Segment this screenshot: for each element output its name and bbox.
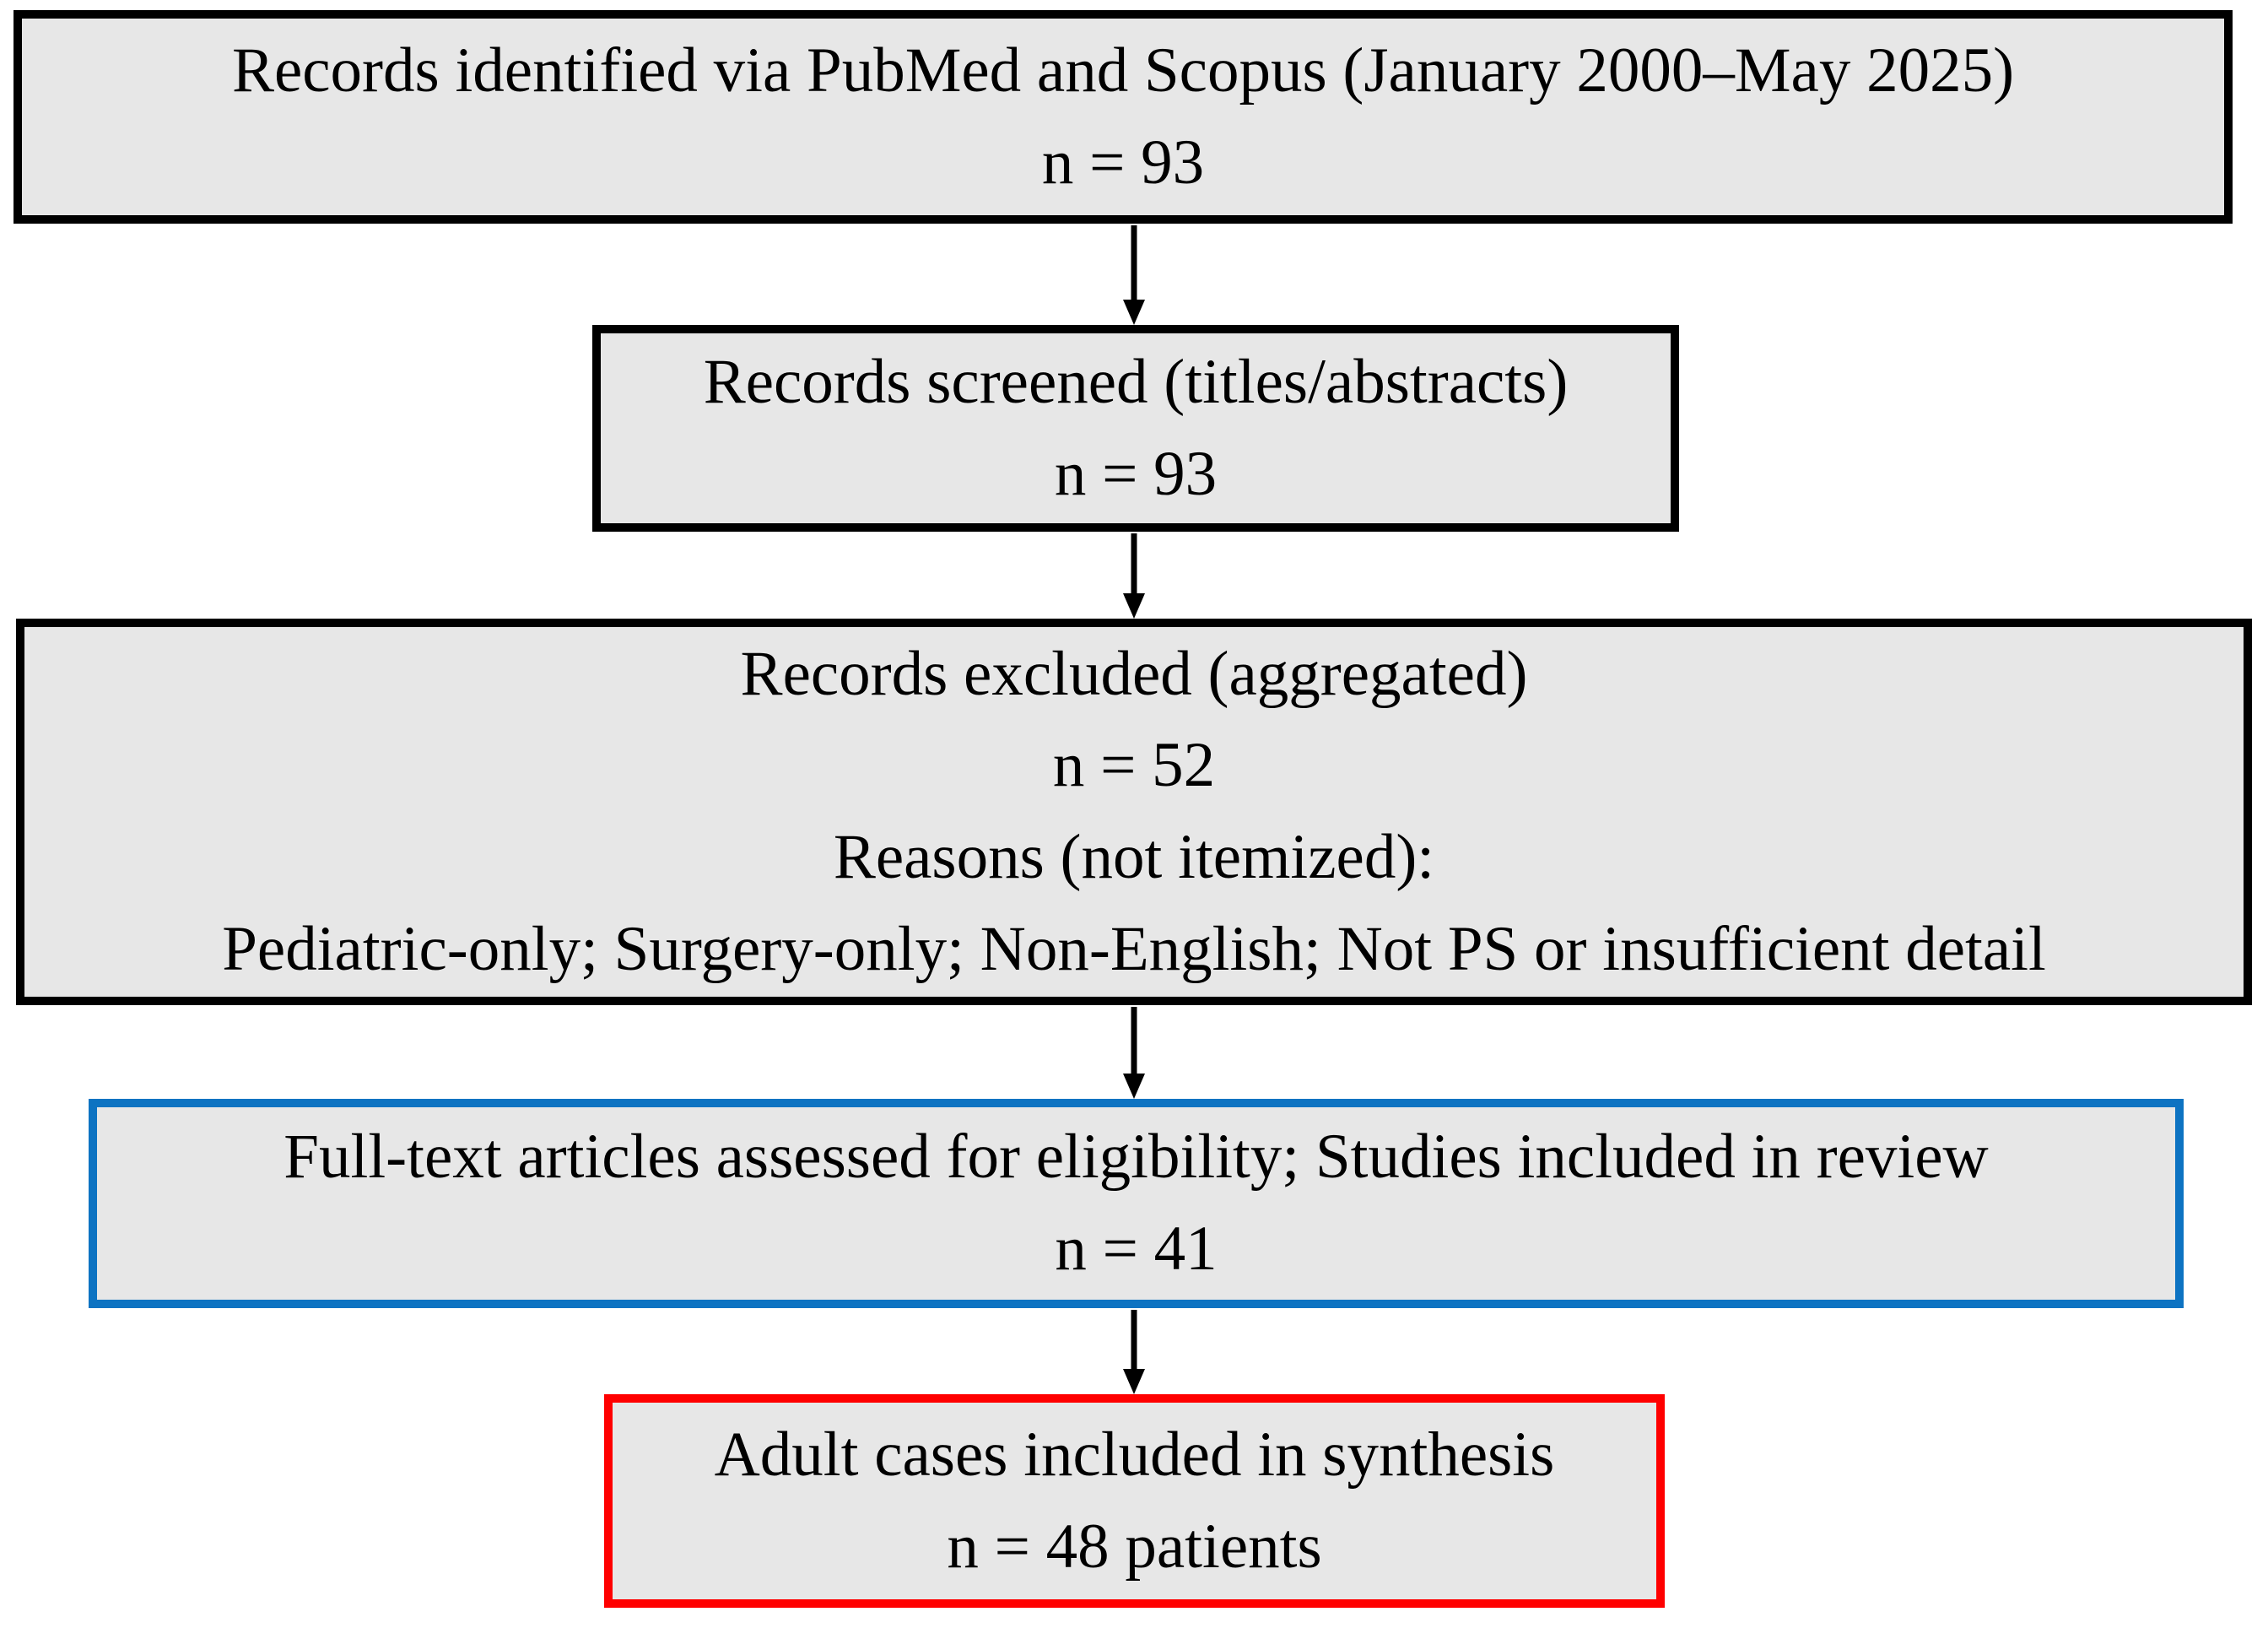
box-records-screened: Records screened (titles/abstracts) n = … bbox=[592, 325, 1679, 532]
box-records-excluded-reasons-heading: Reasons (not itemized): bbox=[833, 822, 1435, 892]
down-arrow-identified-to-screened bbox=[1123, 225, 1145, 325]
box-records-excluded-reasons-list: Pediatric-only; Surgery-only; Non-Englis… bbox=[222, 913, 2046, 984]
box-fulltext-assessed-count: n = 41 bbox=[1055, 1214, 1218, 1284]
box-fulltext-assessed-label: Full-text articles assessed for eligibil… bbox=[284, 1122, 1989, 1193]
box-records-identified-count: n = 93 bbox=[1041, 127, 1205, 197]
box-records-identified: Records identified via PubMed and Scopus… bbox=[14, 10, 2233, 224]
box-adult-cases-included: Adult cases included in synthesis n = 48… bbox=[604, 1394, 1665, 1608]
box-records-excluded-count: n = 52 bbox=[1052, 730, 1216, 801]
box-fulltext-assessed: Full-text articles assessed for eligibil… bbox=[89, 1099, 2184, 1308]
box-records-screened-label: Records screened (titles/abstracts) bbox=[703, 346, 1569, 417]
down-arrow-fulltext-to-included bbox=[1123, 1310, 1145, 1394]
down-arrow-excluded-to-fulltext bbox=[1123, 1007, 1145, 1099]
down-arrow-screened-to-excluded bbox=[1123, 533, 1145, 619]
box-records-excluded-label: Records excluded (aggregated) bbox=[740, 638, 1528, 709]
box-records-identified-label: Records identified via PubMed and Scopus… bbox=[231, 35, 2015, 105]
box-adult-cases-included-count: n = 48 patients bbox=[947, 1511, 1322, 1582]
box-records-screened-count: n = 93 bbox=[1054, 438, 1218, 509]
box-adult-cases-included-label: Adult cases included in synthesis bbox=[714, 1419, 1555, 1490]
box-records-excluded: Records excluded (aggregated) n = 52 Rea… bbox=[16, 619, 2252, 1005]
